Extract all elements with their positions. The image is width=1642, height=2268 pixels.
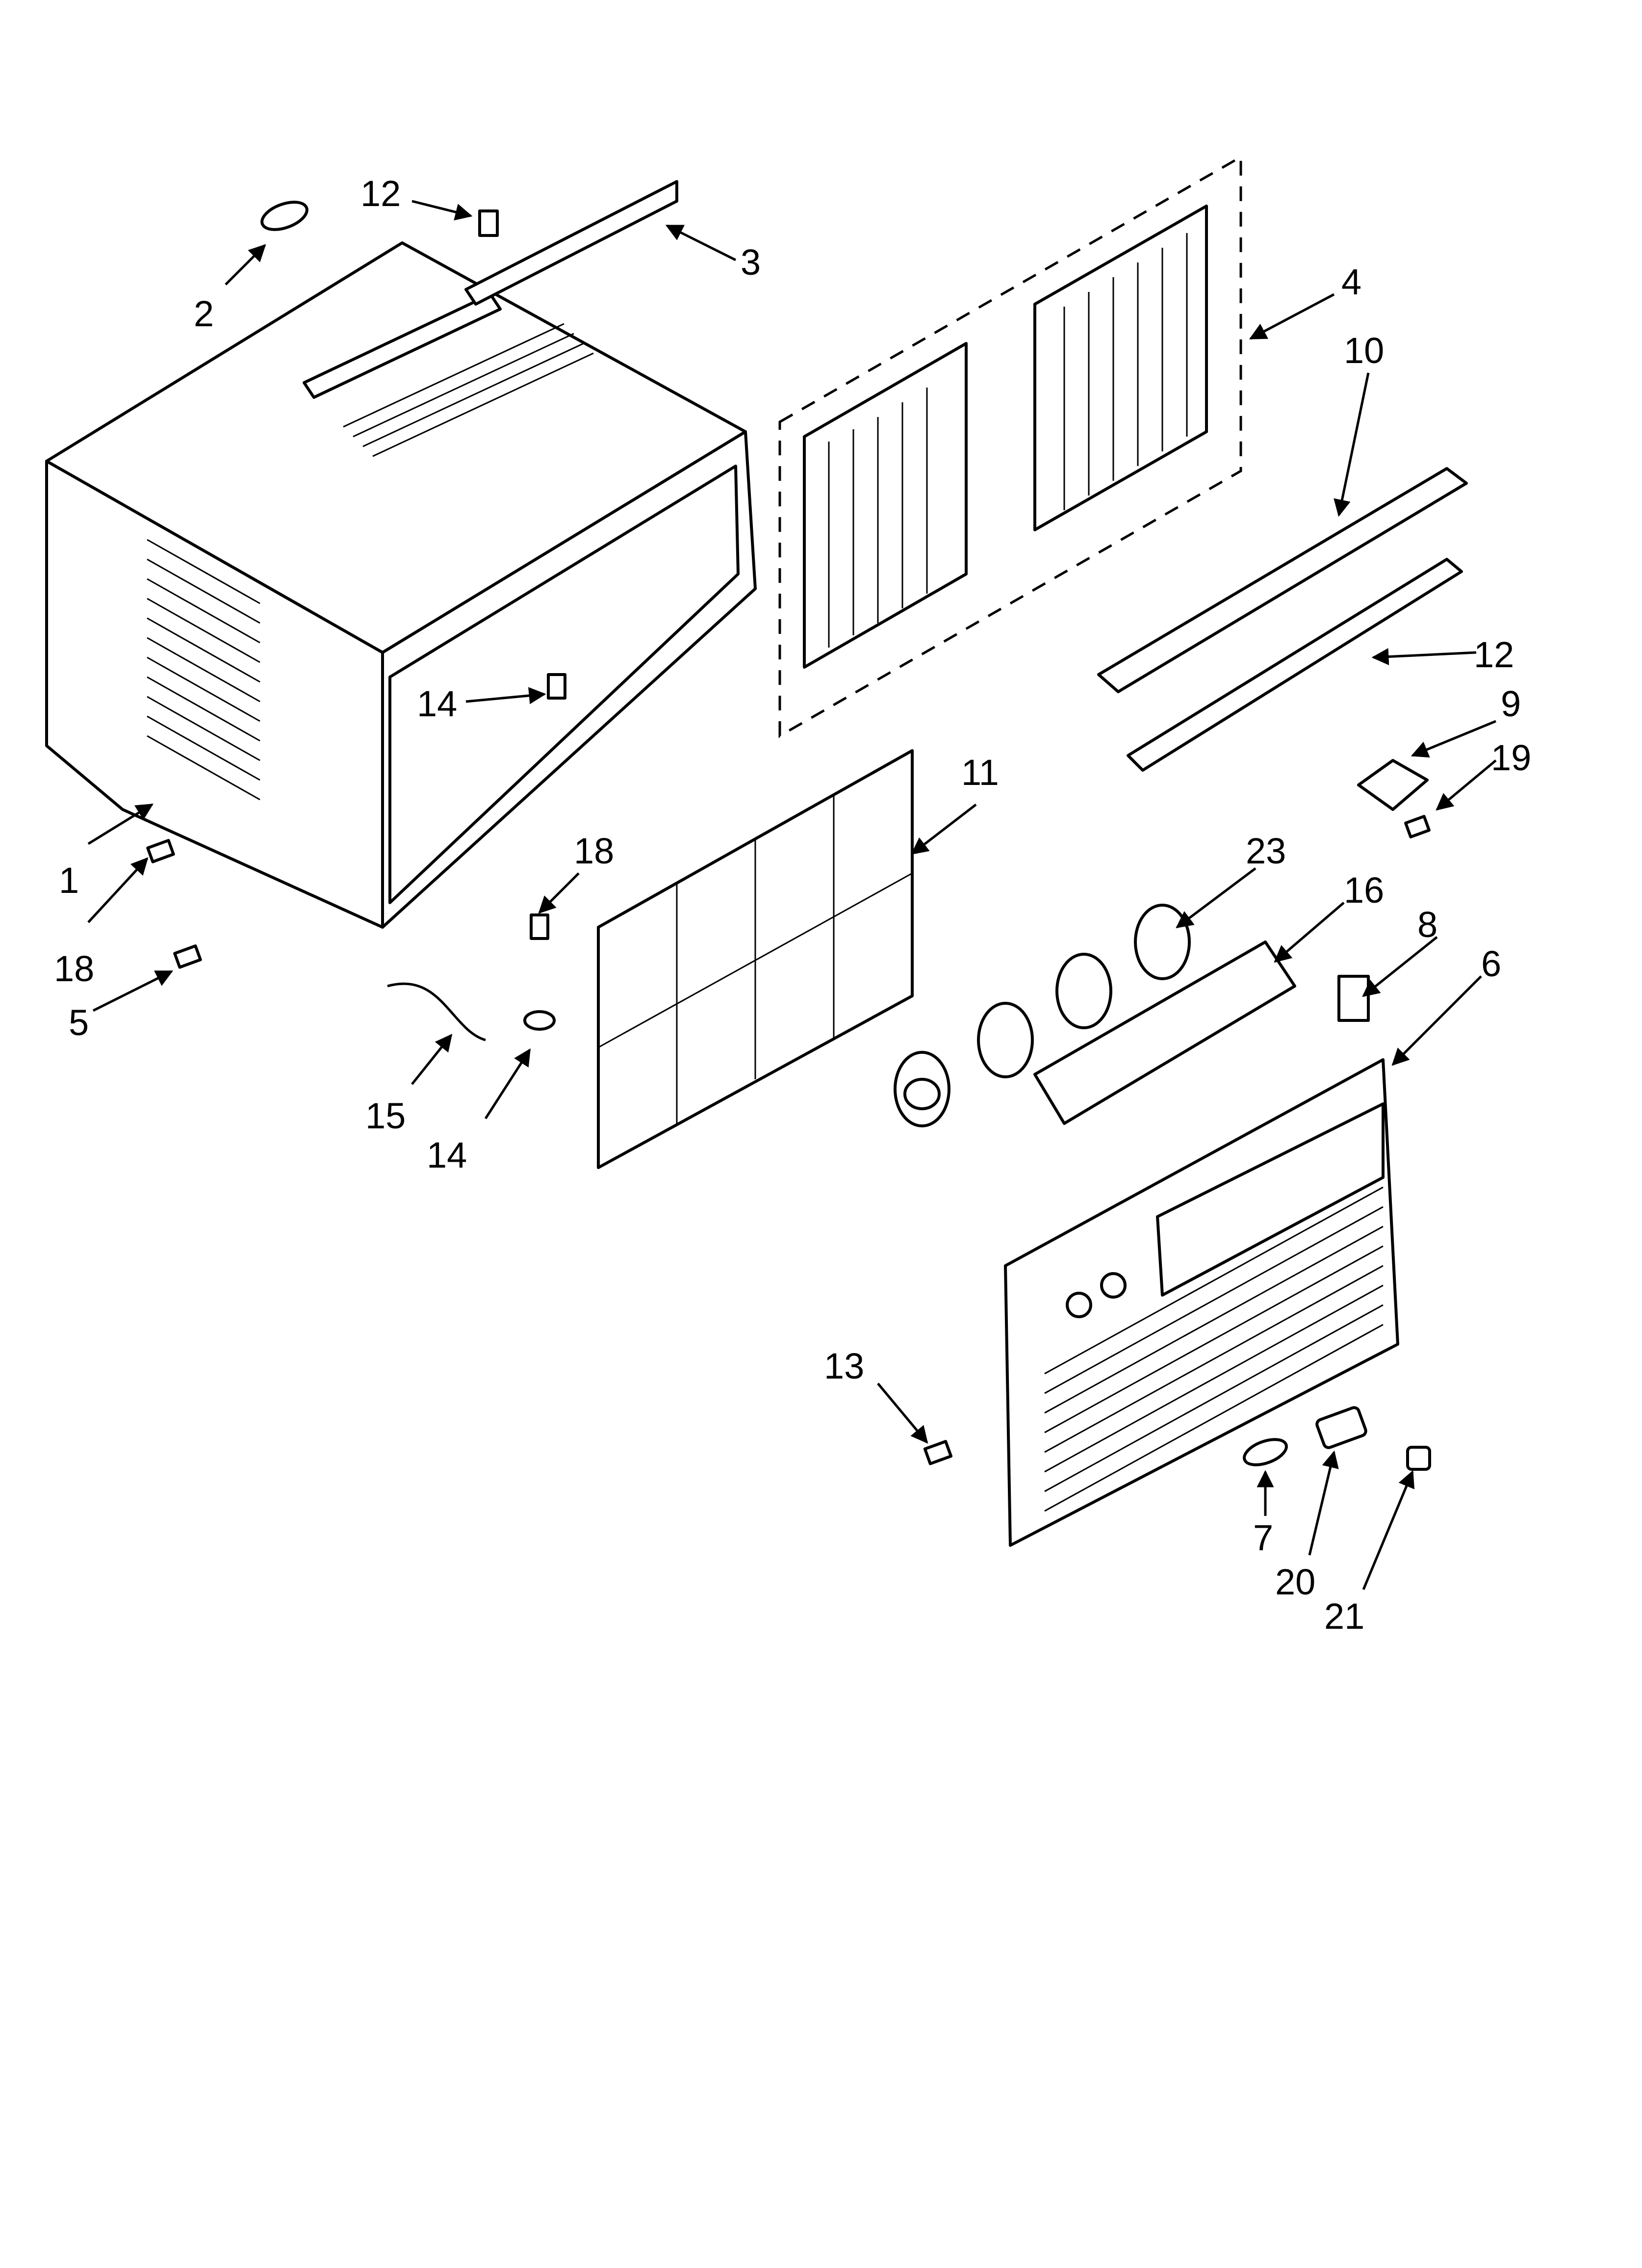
curtain-rail-lower [1127,558,1463,772]
callout-labels: 12 2 3 4 10 12 9 19 14 11 23 16 8 6 18 1… [54,173,1531,1637]
callout-13-bottom: 13 [824,1346,864,1386]
control-clip [1337,975,1370,1022]
screw-18 [530,913,549,940]
callout-4: 4 [1341,261,1361,302]
panel-screw [923,1440,953,1465]
callout-5: 5 [69,1002,89,1043]
callout-9: 9 [1501,683,1521,724]
bracket-screw [1404,815,1431,838]
control-knob-plate [1315,1406,1367,1449]
callout-8: 8 [1417,904,1437,945]
callout-17: 16 [1344,870,1384,911]
top-louvers [343,323,594,457]
callout-16: 15 [365,1095,406,1136]
callout-21: 20 [1275,1562,1315,1602]
front-badge [1243,1438,1288,1466]
front-panel [1004,1058,1399,1547]
callout-18: 18 [574,831,614,871]
top-rail [464,180,678,306]
callout-10: 10 [1344,330,1384,371]
callout-14: 14 [417,683,457,724]
callout-12: 12 [1474,634,1514,675]
top-screw [478,209,499,237]
cabinet-screw-5 [173,944,202,969]
cord [387,982,486,1042]
control-knob [1406,1446,1431,1471]
callout-19: 18 [54,948,94,989]
curtain-rail-upper [1097,467,1468,693]
callout-13-top: 12 [360,173,401,214]
bracket [1357,759,1429,811]
callout-22: 21 [1324,1596,1364,1637]
screw-14 [547,673,566,700]
callout-1: 1 [59,860,79,901]
leader-lines [87,200,1497,1590]
callout-15: 14 [427,1135,467,1175]
callout-23: 23 [1246,831,1286,871]
cabinet-screw-19 [146,839,175,863]
side-louvers [147,539,260,801]
badge-oval [260,201,308,231]
callout-20: 19 [1491,737,1531,778]
air-louver [1033,940,1296,1125]
air-filter [597,749,914,1169]
callout-11: 11 [961,752,999,793]
side-curtain-assembly [778,155,1242,738]
callout-7: 7 [1253,1517,1273,1558]
callout-3: 3 [741,242,761,283]
cabinet-wrapper [45,241,757,929]
callout-6: 6 [1481,943,1501,984]
callout-2: 2 [194,293,214,334]
washer [523,1010,556,1031]
